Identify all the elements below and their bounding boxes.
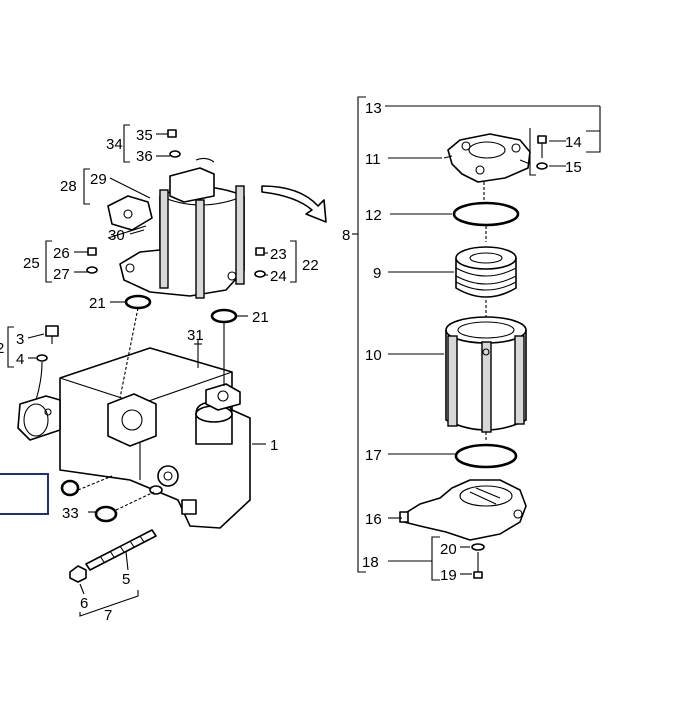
callout-34: 34 (106, 136, 123, 153)
bolt-35 (167, 129, 177, 138)
o-ring-33 (94, 505, 118, 523)
callout-labels: 13 14 15 11 12 8 9 10 17 16 20 18 19 35 … (0, 100, 582, 624)
bracket-8 (357, 96, 366, 573)
rod-5 (85, 529, 157, 571)
callout-9: 9 (373, 265, 381, 282)
o-ring-21-left (124, 294, 152, 310)
sensor-3 (45, 325, 59, 344)
filter-top-cover (443, 133, 531, 183)
bracket-18 (431, 536, 440, 581)
filter-base-16 (399, 479, 527, 541)
callout-14: 14 (565, 134, 582, 151)
callout-25: 25 (23, 255, 40, 272)
callout-29: 29 (90, 171, 107, 188)
callout-36: 36 (136, 148, 153, 165)
callout-7: 7 (104, 607, 112, 624)
callout-19: 19 (440, 567, 457, 584)
explode-arrow (261, 185, 327, 223)
washer-20 (471, 543, 485, 551)
callout-2: 2 (0, 340, 4, 357)
callout-23: 23 (270, 246, 287, 263)
callout-30: 30 (108, 227, 125, 244)
nut-6 (69, 565, 87, 583)
washer-15 (536, 162, 548, 170)
callout-20: 20 (440, 541, 457, 558)
callout-31: 31 (187, 327, 204, 344)
bolt-14 (537, 135, 547, 158)
callout-11: 11 (365, 151, 381, 168)
solenoid-valve-29 (107, 195, 153, 231)
callout-18: 18 (362, 554, 379, 571)
callout-21-left: 21 (89, 295, 106, 312)
callout-26: 26 (53, 245, 70, 262)
callout-33: 33 (62, 505, 79, 522)
callout-3: 3 (16, 331, 24, 348)
callout-4: 4 (16, 351, 24, 368)
callout-24: 24 (270, 268, 287, 285)
washer-4 (36, 354, 48, 362)
callout-27: 27 (53, 266, 70, 283)
washer-36 (169, 150, 181, 158)
callout-28: 28 (60, 178, 77, 195)
callout-21-right: 21 (252, 309, 269, 326)
o-ring-21-right (210, 308, 238, 324)
callout-15: 15 (565, 159, 582, 176)
bolt-19 (473, 552, 483, 579)
callout-22: 22 (302, 257, 319, 274)
callout-17: 17 (365, 447, 382, 464)
filter-element-9 (455, 246, 517, 298)
highlight-box (0, 473, 49, 515)
callout-35: 35 (136, 127, 153, 144)
callout-8: 8 (342, 227, 350, 244)
callout-1: 1 (270, 437, 278, 454)
o-ring-12 (452, 201, 520, 227)
callout-5: 5 (122, 571, 130, 588)
callout-6: 6 (80, 595, 88, 612)
bracket-13 (586, 130, 601, 153)
callout-10: 10 (365, 347, 382, 364)
main-body-1 (17, 347, 251, 529)
filter-housing-10 (445, 316, 527, 433)
filter-assembly-exploded-view (352, 96, 601, 581)
o-ring-17 (454, 443, 518, 469)
callout-16: 16 (365, 511, 382, 528)
o-ring-32 (60, 479, 80, 497)
filter-assembly-mounted (107, 157, 245, 299)
callout-12: 12 (365, 207, 382, 224)
valve-block (169, 167, 215, 203)
callout-13: 13 (365, 100, 382, 117)
